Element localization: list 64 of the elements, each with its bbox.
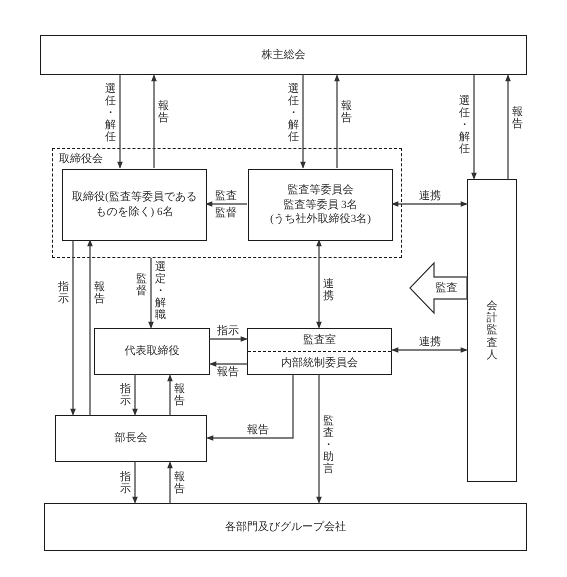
box-label: 代表取締役: [124, 344, 180, 359]
edge-label: 監査・助言: [323, 414, 334, 476]
box-label: (うち社外取締役3名): [269, 212, 372, 228]
edge-label: 報告: [217, 366, 239, 378]
process-box: [40, 35, 527, 75]
arrow: [391, 201, 468, 207]
edge-label: 報告: [174, 382, 185, 408]
edge-label: 報告: [174, 470, 185, 496]
process-box: [44, 503, 527, 551]
group-frame: [52, 148, 402, 258]
edge-label: 連携: [323, 278, 334, 302]
arrow: [316, 239, 322, 329]
box-label: 監査等委員会: [286, 182, 354, 198]
arrow: [209, 361, 247, 367]
arrow: [132, 375, 138, 416]
box-label: 部長会: [114, 431, 148, 446]
edge-label: 連携: [419, 190, 441, 202]
arrow: [70, 240, 76, 416]
box-label: 会計監査人: [486, 300, 498, 361]
box-label: 株主総会: [260, 48, 306, 62]
process-box: [248, 169, 393, 241]
edge-label: 指示: [120, 470, 131, 496]
box-label: 各部門及びグループ会社: [224, 520, 347, 534]
arrow: [210, 336, 248, 342]
edge-label: 報告: [94, 280, 105, 306]
edge-label: 連携: [419, 336, 441, 348]
arrow: [151, 74, 157, 168]
box-label: 監査室: [302, 332, 337, 348]
edge-label: 報告: [158, 100, 169, 124]
arrow: [117, 75, 123, 169]
box-label: 内部統制委員会: [280, 356, 359, 370]
edge-label: 報告: [512, 106, 523, 130]
box-label: 取締役(監査等委員であるものを除く) 6名: [71, 190, 198, 220]
arrow: [87, 239, 93, 415]
edge-label: 選任・解任: [288, 82, 299, 144]
arrow: [148, 258, 154, 329]
process-box: [467, 179, 517, 482]
arrow: [391, 347, 468, 353]
arrow: [167, 461, 173, 503]
arrow: [471, 75, 477, 180]
process-box: [55, 415, 207, 462]
divided-box: [247, 328, 392, 375]
edge-label: 報告: [341, 100, 352, 124]
process-box: [94, 328, 210, 375]
edge-label: 指示: [120, 382, 131, 408]
edge-label: 報告: [247, 424, 269, 436]
arrow: [132, 462, 138, 504]
edge-label: 監査: [215, 190, 237, 202]
arrow: [205, 201, 247, 207]
edge-label: 選定・解職: [155, 260, 166, 322]
process-box: [62, 169, 207, 241]
arrow: [206, 375, 294, 441]
edge-label: 指示: [58, 280, 69, 306]
arrow: [316, 375, 322, 504]
arrow: [300, 75, 306, 169]
box-label: 監査等委員 3名: [282, 198, 359, 212]
arrow: [167, 374, 173, 415]
arrow: [334, 74, 340, 168]
edge-label: 指示: [217, 324, 239, 337]
arrow: [505, 74, 511, 179]
edge-label: 選任・解任: [105, 82, 116, 144]
annotation-label: 監督: [136, 272, 147, 298]
edge-label: 選任・解任: [459, 94, 470, 156]
annotation-label: 監督: [215, 207, 237, 220]
